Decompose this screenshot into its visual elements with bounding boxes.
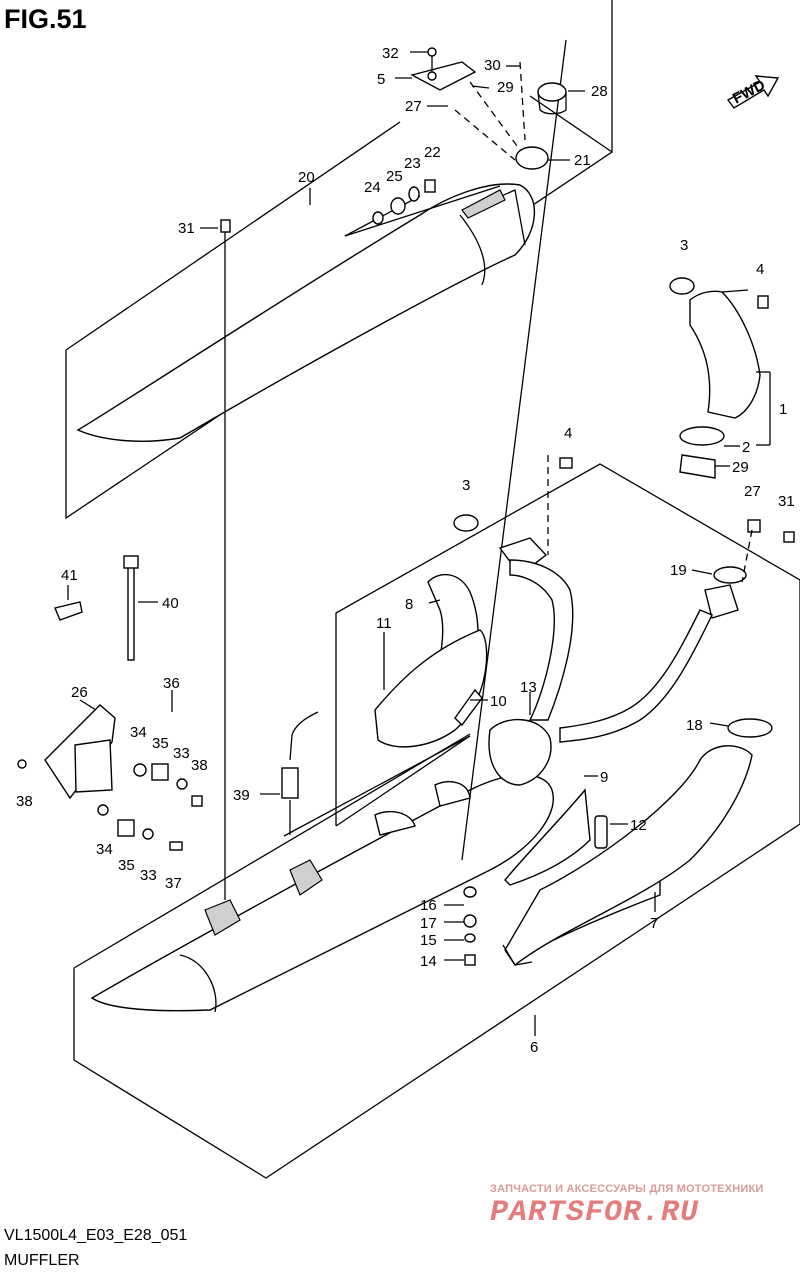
bolt-31-lower — [783, 531, 795, 543]
callout-36: 36 — [163, 675, 180, 692]
callout-21: 21 — [574, 152, 591, 169]
model-code: VL1500L4_E03_E28_051 — [4, 1227, 188, 1244]
callout-20: 20 — [298, 169, 315, 186]
callout-33-bottom: 33 — [140, 867, 157, 884]
callout-17: 17 — [420, 915, 437, 932]
callout-28: 28 — [591, 83, 608, 100]
callout-2: 2 — [742, 439, 750, 456]
bolt-4-lower — [559, 457, 573, 469]
clamp-28 — [537, 82, 567, 115]
callout-40: 40 — [162, 595, 179, 612]
front-exhaust-pipe — [488, 537, 574, 786]
figure-title: FIG.51 — [4, 4, 87, 34]
callout-4-top: 4 — [756, 261, 764, 278]
callout-37: 37 — [165, 875, 182, 892]
callout-6: 6 — [530, 1039, 538, 1056]
callout-38-right: 38 — [191, 757, 208, 774]
clamps-2-29 — [679, 426, 725, 479]
callout-23: 23 — [404, 155, 421, 172]
callout-13: 13 — [520, 679, 537, 696]
lower-muffler — [90, 774, 554, 1013]
top-bracket — [410, 47, 477, 91]
callout-34-bottom: 34 — [96, 841, 113, 858]
exhaust-pipe-1 — [669, 277, 769, 419]
callout-29-lower: 29 — [732, 459, 749, 476]
heat-shield-9 — [504, 788, 591, 886]
cap-27-lower — [747, 519, 761, 533]
callout-31-lower: 31 — [778, 493, 795, 510]
callout-15: 15 — [420, 932, 437, 949]
callout-34-top: 34 — [130, 724, 147, 741]
sensor-39 — [281, 711, 319, 835]
callout-27-lower: 27 — [744, 483, 761, 500]
section-caption: MUFFLER — [4, 1252, 80, 1269]
callout-39: 39 — [233, 787, 250, 804]
callout-33-top: 33 — [173, 745, 190, 762]
callout-12: 12 — [630, 817, 647, 834]
pad-10 — [454, 688, 483, 727]
dashed-line-29 — [469, 81, 521, 151]
dashed-line-27-lower — [741, 529, 753, 583]
hardware-22-25 — [220, 179, 436, 233]
watermark-logo: PARTSFOR.RU — [490, 1196, 700, 1230]
clamp-21 — [515, 146, 549, 170]
watermark-tagline: ЗАПЧАСТИ И АКСЕССУАРЫ ДЛЯ МОТОТЕХНИКИ — [490, 1183, 764, 1195]
callout-3-lower: 3 — [462, 477, 470, 494]
callout-29: 29 — [497, 79, 514, 96]
callout-19: 19 — [670, 562, 687, 579]
leader-lines — [67, 51, 771, 1036]
callout-35-bottom: 35 — [118, 857, 135, 874]
callout-14: 14 — [420, 953, 437, 970]
fwd-label: FWD — [730, 76, 768, 107]
callout-3-top: 3 — [680, 237, 688, 254]
callout-25: 25 — [386, 168, 403, 185]
callout-8: 8 — [405, 596, 413, 613]
pad-12 — [594, 815, 608, 849]
clamp-19 — [713, 566, 747, 584]
callout-32: 32 — [382, 45, 399, 62]
callout-numbers: 32 5 30 27 29 28 21 22 23 25 24 20 31 3 … — [16, 45, 795, 1056]
dashed-line-27 — [454, 109, 516, 161]
guide-line-center — [461, 39, 567, 861]
callout-38-left: 38 — [16, 793, 33, 810]
mount-bracket-26 — [17, 704, 203, 851]
callout-22: 22 — [424, 144, 441, 161]
upper-muffler — [76, 183, 536, 442]
clamp-18 — [727, 718, 773, 738]
lower-muffler-box — [73, 463, 800, 1179]
callout-26: 26 — [71, 684, 88, 701]
callout-18: 18 — [686, 717, 703, 734]
callout-4-lower: 4 — [564, 425, 572, 442]
callout-30: 30 — [484, 57, 501, 74]
callout-35-top: 35 — [152, 735, 169, 752]
callout-31: 31 — [178, 220, 195, 237]
callout-5: 5 — [377, 71, 385, 88]
heat-shield-7-end — [502, 944, 533, 966]
washers-14-17 — [463, 886, 477, 966]
dashed-line-30 — [519, 61, 526, 141]
callout-7: 7 — [650, 915, 658, 932]
forward-arrow-icon: FWD — [726, 75, 780, 109]
callout-24: 24 — [364, 179, 381, 196]
callout-11: 11 — [376, 615, 392, 632]
heat-shield-11 — [374, 629, 488, 748]
heat-shield-7 — [504, 745, 753, 967]
callout-9: 9 — [600, 769, 608, 786]
callout-27: 27 — [405, 98, 422, 115]
callout-10: 10 — [490, 693, 507, 710]
gasket-3 — [453, 514, 479, 532]
callout-41: 41 — [61, 567, 78, 584]
callout-1: 1 — [779, 401, 787, 418]
rear-exhaust-pipe — [559, 584, 739, 743]
strap-40 — [54, 555, 139, 661]
callout-16: 16 — [420, 897, 437, 914]
